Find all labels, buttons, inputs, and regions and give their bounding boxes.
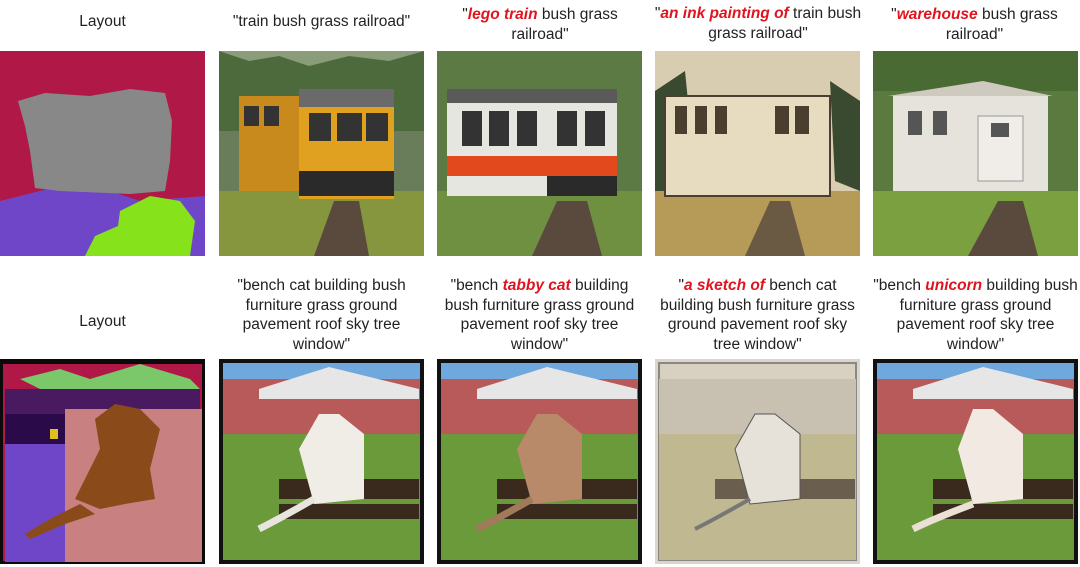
generated-lego-train <box>437 51 642 256</box>
caption-highlight: unicorn <box>925 277 983 294</box>
caption-highlight: warehouse <box>896 6 978 23</box>
caption-tabby-cat: "bench tabby cat building bush furniture… <box>437 276 642 354</box>
caption-text: " <box>654 5 661 22</box>
caption-warehouse: "warehouse bush grass railroad" <box>872 5 1077 44</box>
caption-highlight: a sketch of <box>684 277 765 294</box>
caption-text: " <box>678 277 684 294</box>
caption-ink-painting: "an ink painting of train bush grass rai… <box>652 4 864 43</box>
caption-text: bush grass railroad" <box>511 6 618 43</box>
layout-label-row1: Layout <box>79 13 126 30</box>
caption-highlight: tabby cat <box>502 277 571 294</box>
layout-label-row2: Layout <box>79 313 126 330</box>
caption-sketch: "a sketch of bench cat building bush fur… <box>655 276 860 354</box>
segmentation-layout-cat <box>0 359 205 564</box>
caption-cat-original: "bench cat building bush furniture grass… <box>219 276 424 354</box>
caption-text: "bench <box>873 277 926 294</box>
caption-train-original: "train bush grass railroad" <box>219 12 424 32</box>
caption-highlight: lego train <box>467 6 538 23</box>
caption-text: building bush furniture grass ground pav… <box>896 277 1078 353</box>
caption-highlight: an ink painting of <box>660 5 789 22</box>
generated-cat-original <box>219 359 424 564</box>
caption-text: " <box>462 6 468 23</box>
segmentation-layout-train <box>0 51 205 256</box>
generated-train-original <box>219 51 424 256</box>
generated-warehouse <box>873 51 1078 256</box>
generated-tabby-cat <box>437 359 642 564</box>
generated-sketch-cat <box>655 359 860 564</box>
caption-text: bush grass railroad" <box>945 6 1058 43</box>
generated-ink-painting-train <box>655 51 860 256</box>
caption-unicorn: "bench unicorn building bush furniture g… <box>873 276 1078 354</box>
caption-text: building bush furniture grass ground pav… <box>444 277 635 353</box>
caption-text: bench cat building bush furniture grass … <box>660 277 855 353</box>
generated-unicorn <box>873 359 1078 564</box>
caption-text: train bush grass railroad" <box>708 5 862 42</box>
caption-text: "bench <box>450 277 503 294</box>
caption-lego-train: "lego train bush grass railroad" <box>432 5 648 44</box>
caption-text: "bench cat building bush furniture grass… <box>237 277 406 353</box>
caption-text: "train bush grass railroad" <box>232 13 411 30</box>
caption-text: " <box>891 6 897 23</box>
